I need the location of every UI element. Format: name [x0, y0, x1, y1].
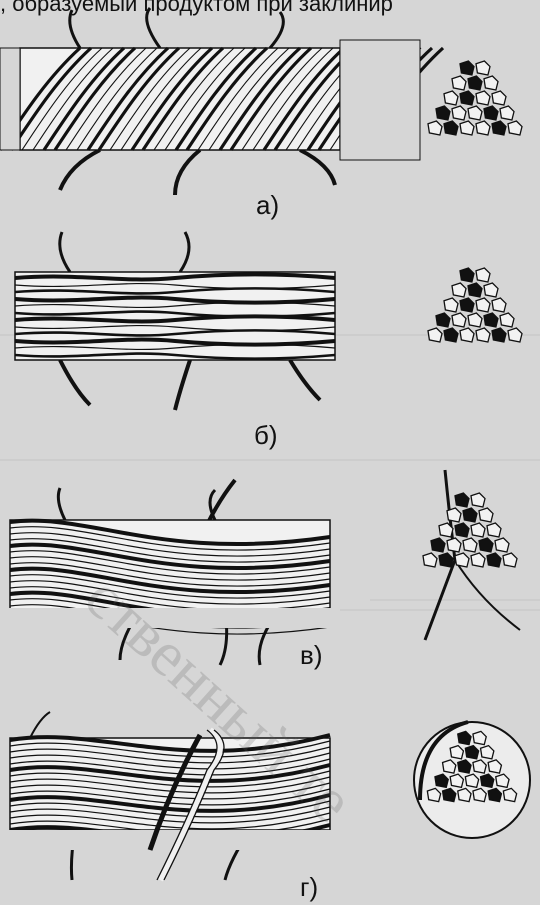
fibre-cross-section: [471, 493, 485, 507]
fibre-cross-section: [428, 121, 442, 135]
fibre-cross-section: [484, 76, 498, 90]
fibre-cross-section: [444, 121, 458, 135]
panel-c-cross-section: [423, 470, 520, 640]
panel-b-cross-section: [428, 268, 522, 342]
fibre-cross-section: [479, 508, 493, 522]
fibre-cross-section: [460, 328, 474, 342]
panel-d-cross-section: [414, 722, 530, 838]
fibre-cross-section: [439, 553, 453, 567]
fibre-cross-section: [460, 298, 474, 312]
fibre-cross-section: [487, 553, 501, 567]
fibre-cross-section: [460, 121, 474, 135]
fibre-cross-section: [468, 313, 482, 327]
fibre-cross-section: [508, 328, 522, 342]
fibre-cross-section: [492, 328, 506, 342]
fibre-cross-section: [500, 106, 514, 120]
fibre-cross-section: [471, 523, 485, 537]
fibre-cross-section: [447, 508, 461, 522]
fibre-cross-section: [444, 91, 458, 105]
fibre-cross-section: [479, 538, 493, 552]
fibre-cross-section: [468, 106, 482, 120]
panel-c-label: в): [300, 640, 322, 671]
fibre-cross-section: [476, 298, 490, 312]
fibre-cross-section: [455, 493, 469, 507]
fibre-cross-section: [468, 283, 482, 297]
fibre-cross-section: [444, 298, 458, 312]
fibre-cross-section: [455, 523, 469, 537]
panel-a-label: а): [256, 190, 279, 221]
fibre-cross-section: [492, 121, 506, 135]
panel-a-strand: [0, 8, 443, 195]
panel-d-label: г): [300, 872, 318, 903]
fibre-cross-section: [471, 553, 485, 567]
fibre-cross-section: [452, 313, 466, 327]
fibre-cross-section: [487, 523, 501, 537]
panel-a-cross-section: [428, 61, 522, 135]
fibre-cross-section: [463, 538, 477, 552]
fibre-cross-section: [495, 538, 509, 552]
fibre-cross-section: [460, 91, 474, 105]
fibre-cross-section: [460, 61, 474, 75]
fibre-cross-section: [436, 106, 450, 120]
fibre-cross-section: [476, 328, 490, 342]
fibre-cross-section: [431, 538, 445, 552]
fibre-cross-section: [423, 553, 437, 567]
fibre-cross-section: [452, 106, 466, 120]
panel-a-bottom-fibre-ends: [60, 150, 335, 195]
fibre-cross-section: [484, 283, 498, 297]
fibre-cross-section: [503, 553, 517, 567]
fibre-cross-section: [447, 538, 461, 552]
panel-a-top-fibre-ends: [70, 8, 284, 48]
fibre-cross-section: [428, 328, 442, 342]
fibre-cross-section: [463, 508, 477, 522]
fibre-cross-section: [476, 91, 490, 105]
fibre-cross-section: [460, 268, 474, 282]
fibre-cross-section: [492, 91, 506, 105]
panel-b-label: б): [254, 420, 278, 451]
fibre-cross-section: [455, 553, 469, 567]
panel-b-strand: [15, 232, 335, 410]
fibre-cross-section: [500, 313, 514, 327]
fibre-cross-section: [452, 283, 466, 297]
fibre-cross-section: [484, 106, 498, 120]
fibre-cross-section: [444, 328, 458, 342]
fibre-cross-section: [508, 121, 522, 135]
fibre-cross-section: [468, 76, 482, 90]
fibre-cross-section: [492, 298, 506, 312]
fibre-cross-section: [436, 313, 450, 327]
fibre-cross-section: [452, 76, 466, 90]
fibre-cross-section: [476, 268, 490, 282]
fibre-cross-section: [484, 313, 498, 327]
fibre-cross-section: [476, 61, 490, 75]
fibre-cross-section: [476, 121, 490, 135]
